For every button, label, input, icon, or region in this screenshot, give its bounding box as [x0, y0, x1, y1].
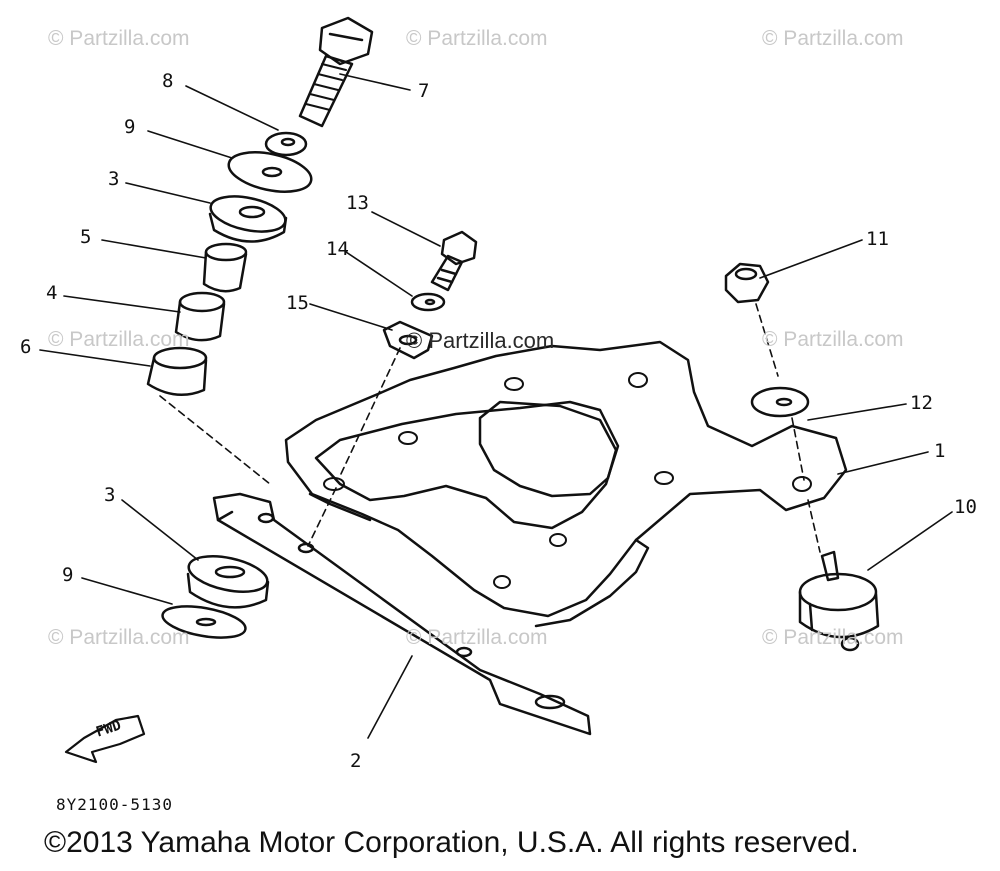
center-watermark: © Partzilla.com [406, 328, 555, 353]
callout-13: 13 [346, 192, 369, 214]
watermark-text: © Partzilla.com [48, 328, 190, 351]
callout-3-lower: 3 [104, 484, 116, 506]
rubber-3-upper [208, 195, 288, 243]
callout-3: 3 [108, 168, 120, 190]
washer-8 [264, 131, 308, 157]
leader-lines [39, 73, 953, 739]
watermark-text: © Partzilla.com [762, 328, 904, 351]
fwd-arrow [64, 714, 146, 764]
collar-6 [146, 346, 208, 397]
callout-9-lower: 9 [62, 564, 74, 586]
washer-14 [410, 292, 446, 312]
washer-12 [750, 386, 810, 418]
callout-14: 14 [326, 238, 349, 260]
callout-9: 9 [124, 116, 136, 138]
callout-1: 1 [934, 440, 946, 462]
collar-4 [174, 291, 226, 342]
washer-9-lower [161, 605, 247, 639]
callout-4: 4 [46, 282, 58, 304]
callout-15: 15 [286, 292, 309, 314]
copyright-notice: ©2013 Yamaha Motor Corporation, U.S.A. A… [44, 826, 859, 859]
watermark-text: © Partzilla.com [762, 626, 904, 649]
watermark-text: © Partzilla.com [48, 27, 190, 50]
callout-2: 2 [350, 750, 362, 772]
damper-10 [798, 550, 880, 652]
watermark-text: © Partzilla.com [406, 27, 548, 50]
watermark-text: © Partzilla.com [762, 27, 904, 50]
watermark-text: © Partzilla.com [406, 626, 548, 649]
collar-5 [202, 242, 248, 293]
nut-11 [724, 262, 770, 304]
washer-9-upper [227, 151, 313, 193]
callout-5: 5 [80, 226, 92, 248]
callout-12: 12 [910, 392, 933, 414]
assembly-axes [159, 303, 821, 553]
callout-6: 6 [20, 336, 32, 358]
bolt-13 [430, 230, 478, 292]
plate-2 [212, 492, 592, 736]
bolt-7 [298, 16, 374, 128]
rubber-3-lower [186, 555, 270, 609]
part-code: 8Y2100-5130 [56, 795, 173, 814]
watermark-text: © Partzilla.com [48, 626, 190, 649]
bracket-1 [284, 340, 848, 628]
callout-8: 8 [162, 70, 174, 92]
callout-10: 10 [954, 496, 977, 518]
washer-15 [382, 320, 434, 360]
callout-7: 7 [418, 80, 430, 102]
callout-11: 11 [866, 228, 889, 250]
